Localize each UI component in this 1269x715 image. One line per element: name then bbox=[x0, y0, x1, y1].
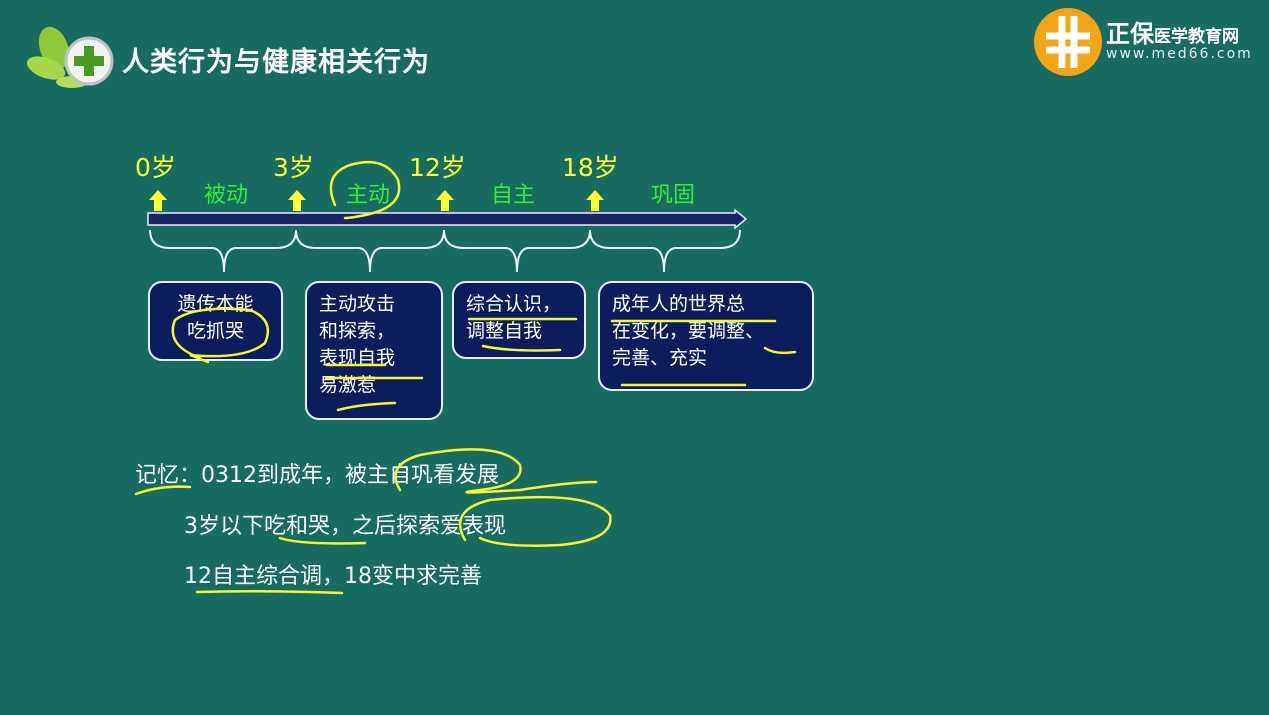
page-title: 人类行为与健康相关行为 bbox=[122, 47, 430, 78]
memory-line-1: 记忆：0312到成年，被主自巩看发展 bbox=[135, 463, 499, 488]
box-line: 遗传本能 bbox=[177, 293, 254, 315]
stage-box-18-plus: 成年人的世界总 在变化，要调整、 完善、充实 bbox=[598, 281, 814, 391]
box-line: 表现自我 bbox=[319, 347, 396, 369]
stage-box-3-12: 主动攻击 和探索， 表现自我 易激惹 bbox=[305, 281, 443, 420]
leaf-plus-logo-icon bbox=[26, 26, 114, 88]
stage-label-autonomous: 自主 bbox=[491, 183, 536, 208]
brace-icons bbox=[149, 229, 741, 273]
med66-logo-icon bbox=[1034, 8, 1102, 76]
up-arrow-icons bbox=[149, 190, 604, 211]
box-line: 完善、充实 bbox=[612, 347, 708, 369]
box-line: 主动攻击 bbox=[319, 293, 396, 315]
box-line: 综合认识， bbox=[466, 293, 562, 315]
age-label-3: 3岁 bbox=[273, 153, 314, 182]
brand-name: 正保医学教育网 bbox=[1106, 20, 1239, 48]
box-line: 在变化，要调整、 bbox=[612, 320, 765, 342]
timeline-arrow bbox=[147, 208, 748, 230]
box-line: 调整自我 bbox=[466, 320, 543, 342]
memory-line-3: 12自主综合调，18变中求完善 bbox=[184, 564, 482, 589]
stage-label-passive: 被动 bbox=[204, 183, 249, 208]
box-line: 易激惹 bbox=[319, 374, 377, 396]
memory-line-2: 3岁以下吃和哭，之后探索爱表现 bbox=[184, 514, 506, 539]
box-line: 和探索， bbox=[319, 320, 396, 342]
box-line: 成年人的世界总 bbox=[612, 293, 746, 315]
age-label-0: 0岁 bbox=[135, 153, 176, 182]
stage-label-consolidate: 巩固 bbox=[651, 183, 696, 208]
brand-url: www.med66.com bbox=[1106, 46, 1253, 62]
box-line: 吃抓哭 bbox=[186, 320, 244, 342]
age-label-18: 18岁 bbox=[562, 153, 619, 182]
stage-box-12-18: 综合认识， 调整自我 bbox=[452, 281, 586, 359]
stage-box-0-3: 遗传本能 吃抓哭 bbox=[148, 281, 283, 361]
age-label-12: 12岁 bbox=[409, 153, 466, 182]
